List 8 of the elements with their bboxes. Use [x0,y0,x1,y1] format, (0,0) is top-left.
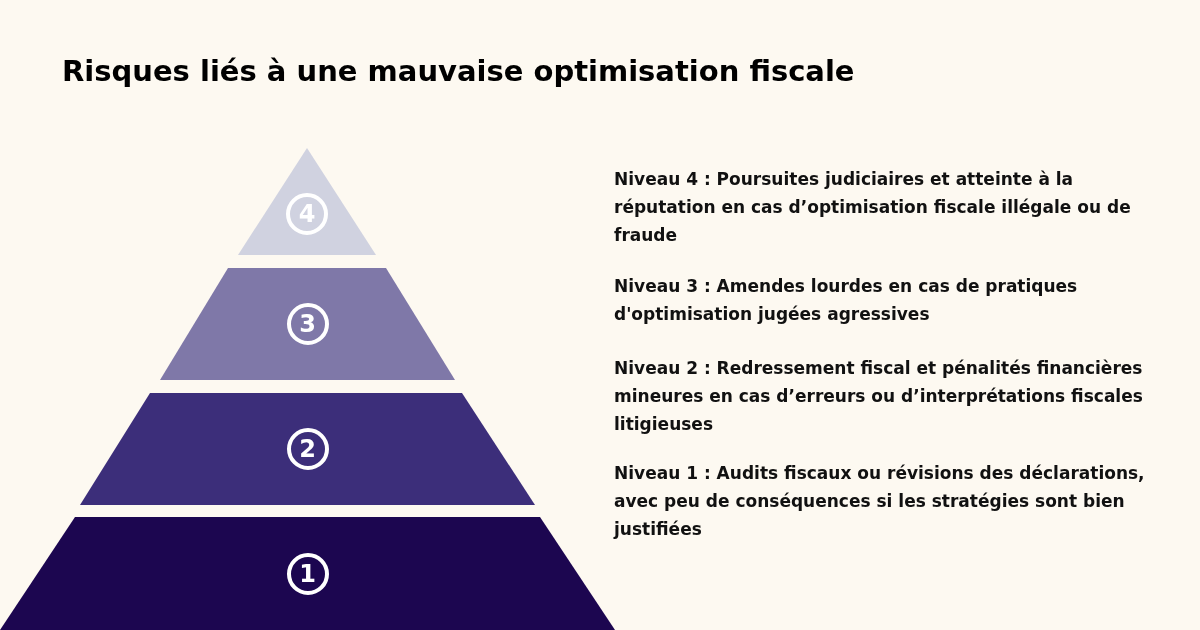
level-description: Niveau 1 : Audits fiscaux ou révisions des déclarations, avec peu de conséquences si les stratégies sont bien justifiées [614,462,1146,541]
level-description: Niveau 4 : Poursuites judiciaires et atteinte à la réputation en cas d’optimisation fiscale illégale ou de fraude [614,168,1132,247]
step-number: 3 [286,303,329,345]
level-description: Niveau 3 : Amendes lourdes en cas de pratiques d'optimisation jugées agressives [614,275,1079,326]
step-number: 2 [286,428,329,470]
level-description: Niveau 2 : Redressement fiscal et pénalités financières mineures en cas d’erreurs ou d’interprétations fiscales litigieuses [614,357,1144,436]
step-number: 1 [286,552,329,595]
diagram-title: Risques liés à une mauvaise optimisation fiscale [62,54,855,88]
